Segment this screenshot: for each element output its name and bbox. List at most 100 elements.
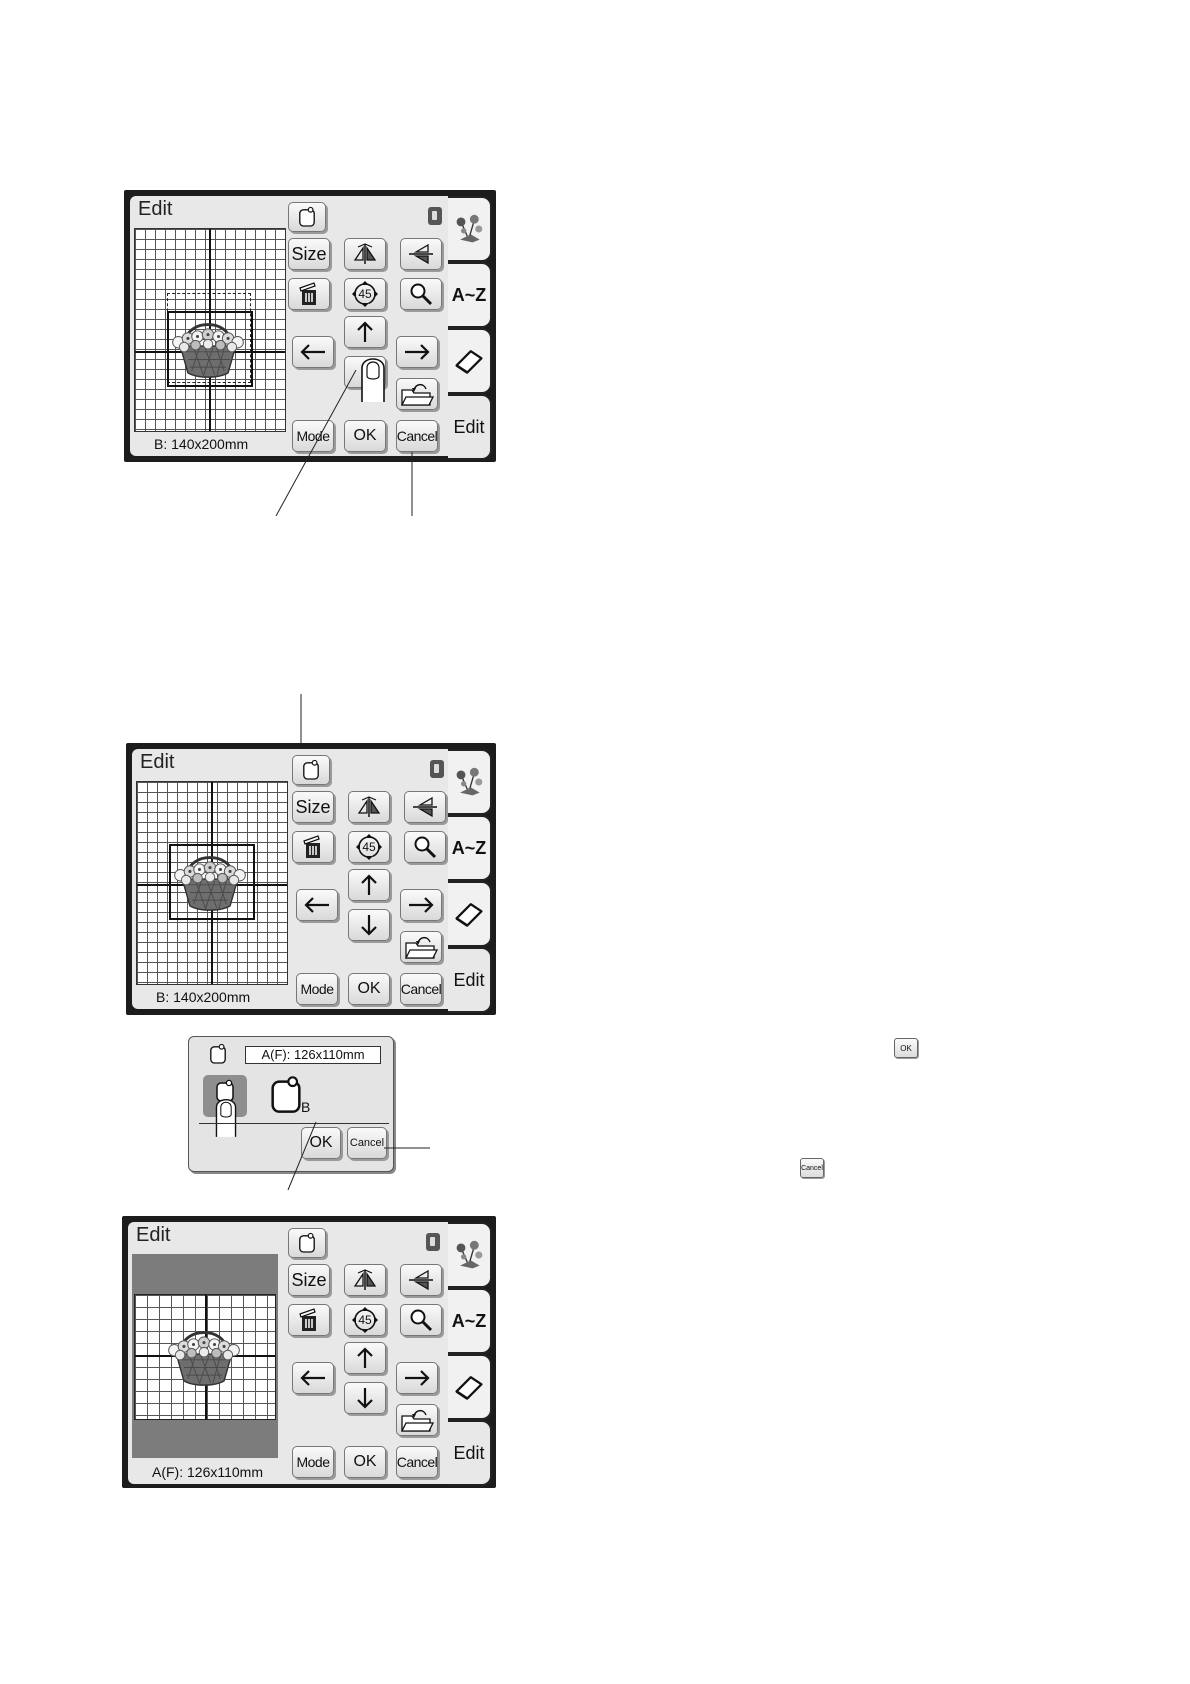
hoop-select-button[interactable] [288, 1228, 326, 1258]
delete-button[interactable] [288, 278, 330, 310]
move-right-button[interactable] [396, 336, 438, 368]
eraser-icon [453, 900, 485, 928]
tab-edit[interactable]: Edit [448, 394, 492, 460]
tab-letters[interactable]: A~Z [448, 1288, 492, 1354]
flower-basket-design [167, 850, 253, 912]
mirror-horizontal-button[interactable] [404, 791, 446, 823]
arrow-down-icon [359, 913, 379, 937]
hoop-outline [169, 844, 255, 920]
edit-screen-3: Edit A(F): 126x110mm Size 45 [122, 1216, 496, 1488]
move-right-button[interactable] [400, 889, 442, 921]
move-left-button[interactable] [292, 336, 334, 368]
magnifier-icon [412, 834, 438, 860]
magnifier-icon [408, 1307, 434, 1333]
hoop-outline [167, 311, 253, 387]
speaker-icon[interactable] [430, 760, 444, 778]
screen-title: Edit [140, 751, 175, 773]
size-button[interactable]: Size [292, 791, 334, 823]
finger-pointer-icon [213, 1093, 239, 1141]
move-up-button[interactable] [344, 1342, 386, 1374]
hoop-select-dialog: A(F): 126x110mm B OK Cancel [188, 1036, 394, 1172]
tab-design[interactable] [448, 1222, 492, 1288]
tab-design[interactable] [448, 196, 492, 262]
save-button[interactable] [396, 1404, 438, 1436]
hoop-select-button[interactable] [288, 202, 326, 232]
ok-button[interactable]: OK [344, 1446, 386, 1478]
rotate-angle: 45 [362, 840, 376, 854]
zoom-button[interactable] [400, 1304, 442, 1336]
move-right-button[interactable] [396, 1362, 438, 1394]
speaker-icon[interactable] [426, 1233, 440, 1251]
eraser-icon [453, 347, 485, 375]
move-left-button[interactable] [292, 1362, 334, 1394]
mirror-horizontal-icon [410, 795, 440, 819]
rotate-button[interactable]: 45 [348, 831, 390, 863]
move-down-button[interactable] [348, 909, 390, 941]
move-down-button[interactable] [344, 1382, 386, 1414]
divider [199, 1123, 389, 1124]
magnifier-icon [408, 281, 434, 307]
mirror-vertical-button[interactable] [344, 238, 386, 270]
mirror-horizontal-button[interactable] [400, 1264, 442, 1296]
move-up-button[interactable] [348, 869, 390, 901]
trash-icon [297, 1307, 321, 1333]
tab-letters[interactable]: A~Z [448, 262, 492, 328]
tab-edit[interactable]: Edit [448, 947, 492, 1013]
arrow-up-icon [359, 873, 379, 897]
delete-button[interactable] [292, 831, 334, 863]
mirror-vertical-icon [350, 242, 380, 266]
edit-panel: Edit A(F): 126x110mm Size 45 [128, 1222, 472, 1484]
edit-screen-2: Edit B: 140x200mm Size 45 [126, 743, 496, 1015]
mirror-vertical-button[interactable] [348, 791, 390, 823]
eraser-icon [453, 1373, 485, 1401]
move-up-button[interactable] [344, 316, 386, 348]
ok-button[interactable]: OK [348, 973, 390, 1005]
hoop-size-label: B: 140x200mm [156, 989, 251, 1005]
tab-design[interactable] [448, 749, 492, 815]
ok-button[interactable]: OK [344, 420, 386, 452]
mode-button[interactable]: Mode [296, 973, 338, 1005]
hoop-icon [298, 1232, 316, 1254]
arrow-left-icon [302, 895, 332, 915]
save-button[interactable] [400, 931, 442, 963]
cancel-button[interactable]: Cancel [396, 1446, 438, 1478]
mirror-vertical-icon [354, 795, 384, 819]
rotate-button[interactable]: 45 [344, 1304, 386, 1336]
flower-basket-design [161, 1325, 247, 1387]
mirror-horizontal-icon [406, 242, 436, 266]
size-button[interactable]: Size [288, 238, 330, 270]
tab-eraser[interactable] [448, 328, 492, 394]
delete-button[interactable] [288, 1304, 330, 1336]
inline-cancel-icon: Cancel [800, 1158, 824, 1178]
zoom-button[interactable] [404, 831, 446, 863]
size-button[interactable]: Size [288, 1264, 330, 1296]
move-left-button[interactable] [296, 889, 338, 921]
mirror-horizontal-button[interactable] [400, 238, 442, 270]
inline-ok-icon: OK [894, 1038, 918, 1058]
embroidery-grid [134, 1294, 276, 1420]
hoop-area-masked [132, 1254, 278, 1458]
mirror-vertical-icon [350, 1268, 380, 1292]
save-button[interactable] [396, 378, 438, 410]
tab-eraser[interactable] [448, 881, 492, 947]
tab-eraser[interactable] [448, 1354, 492, 1420]
hoop-b-option[interactable]: B [269, 1075, 315, 1119]
arrow-right-icon [402, 1368, 432, 1388]
mode-button[interactable]: Mode [292, 1446, 334, 1478]
cancel-button[interactable]: Cancel [396, 420, 438, 452]
mirror-vertical-button[interactable] [344, 1264, 386, 1296]
tab-edit[interactable]: Edit [448, 1420, 492, 1486]
rotate-button[interactable]: 45 [344, 278, 386, 310]
folder-icon [404, 934, 438, 960]
arrow-left-icon [298, 342, 328, 362]
cancel-button[interactable]: Cancel [400, 973, 442, 1005]
flower-icon [453, 1239, 485, 1271]
speaker-icon[interactable] [428, 207, 442, 225]
tab-letters[interactable]: A~Z [448, 815, 492, 881]
hoop-size-label: A(F): 126x110mm [152, 1464, 263, 1480]
popup-cancel-button[interactable]: Cancel [347, 1127, 387, 1159]
flower-basket-design [165, 317, 251, 379]
hoop-icon [298, 206, 316, 228]
zoom-button[interactable] [400, 278, 442, 310]
hoop-select-button[interactable] [292, 755, 330, 785]
